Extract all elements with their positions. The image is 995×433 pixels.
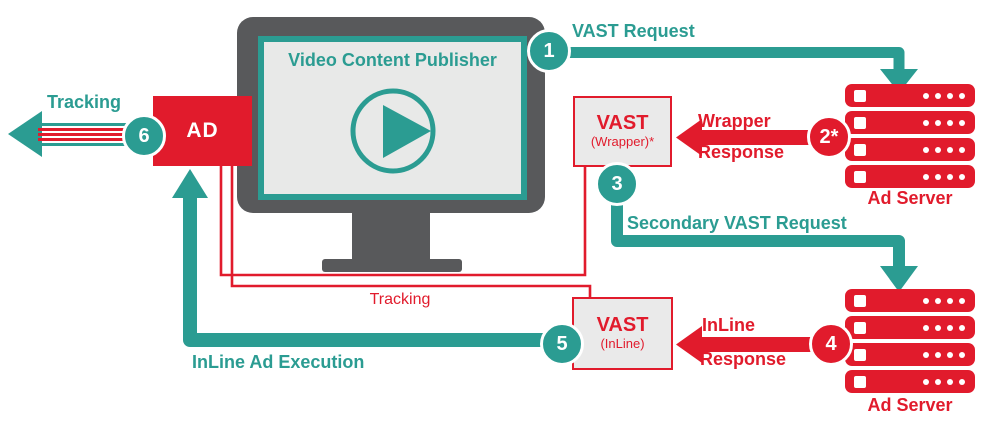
disk-slot-icon — [854, 321, 866, 334]
tracking-center-label: Tracking — [369, 291, 431, 308]
server-unit — [845, 84, 975, 107]
led-dots-icon — [923, 92, 965, 99]
step-number: 5 — [556, 332, 568, 355]
disk-slot-icon — [854, 116, 866, 129]
server-unit — [845, 289, 975, 312]
step-circle-2: 2* — [807, 115, 851, 159]
ad-box: AD — [153, 96, 252, 166]
vast-inline-box: VAST (InLine) — [572, 297, 673, 370]
disk-slot-icon — [854, 170, 866, 183]
tracking-left-label: Tracking — [46, 92, 122, 112]
disk-slot-icon — [854, 89, 866, 102]
disk-slot-icon — [854, 294, 866, 307]
server-unit — [845, 316, 975, 339]
led-dots-icon — [923, 146, 965, 153]
ad-server-bottom-label: Ad Server — [867, 395, 953, 415]
wrapper-response-label-line2: Response — [698, 142, 785, 162]
disk-slot-icon — [854, 348, 866, 361]
step-circle-3: 3 — [595, 162, 639, 206]
inline-response-label-line2: Response — [700, 349, 787, 369]
inline-response-label-line1: InLine — [702, 315, 755, 335]
ad-server-top-label: Ad Server — [867, 188, 953, 208]
monitor-stand — [352, 212, 430, 260]
step-circle-5: 5 — [540, 322, 584, 366]
vast-request-label: VAST Request — [572, 21, 695, 41]
led-dots-icon — [923, 324, 965, 331]
vast-inline-title: VAST — [596, 314, 649, 337]
step-number: 2* — [819, 125, 839, 148]
led-dots-icon — [923, 297, 965, 304]
step-number: 1 — [543, 39, 555, 62]
step-number: 6 — [138, 124, 150, 147]
monitor-screen: Video Content Publisher — [258, 36, 527, 200]
tracking-arrow-left — [8, 111, 127, 157]
led-dots-icon — [923, 119, 965, 126]
secondary-vast-request-label: Secondary VAST Request — [627, 213, 847, 233]
server-unit — [845, 111, 975, 134]
step-circle-6: 6 — [122, 114, 166, 158]
play-icon — [345, 67, 441, 194]
led-dots-icon — [923, 378, 965, 385]
vast-wrapper-title: VAST — [596, 112, 649, 135]
disk-slot-icon — [854, 375, 866, 388]
vast-wrapper-box: VAST (Wrapper)* — [573, 96, 672, 167]
server-unit — [845, 370, 975, 393]
step-circle-4: 4 — [809, 322, 853, 366]
step-number: 4 — [825, 332, 837, 355]
server-unit — [845, 138, 975, 161]
ad-box-label: AD — [186, 119, 219, 142]
server-unit — [845, 343, 975, 366]
wrapper-response-label-line1: Wrapper — [698, 111, 771, 131]
led-dots-icon — [923, 351, 965, 358]
vast-wrapper-subtitle: (Wrapper)* — [590, 134, 655, 150]
ad-server-top — [845, 84, 975, 188]
video-content-publisher-title: Video Content Publisher — [288, 50, 497, 70]
disk-slot-icon — [854, 143, 866, 156]
ad-server-bottom — [845, 289, 975, 393]
server-unit — [845, 165, 975, 188]
step-number: 3 — [611, 172, 623, 195]
vast-inline-subtitle: (InLine) — [600, 336, 645, 352]
step-circle-1: 1 — [527, 29, 571, 73]
monitor-base — [322, 259, 462, 272]
led-dots-icon — [923, 173, 965, 180]
inline-ad-execution-label: InLine Ad Execution — [192, 352, 365, 372]
